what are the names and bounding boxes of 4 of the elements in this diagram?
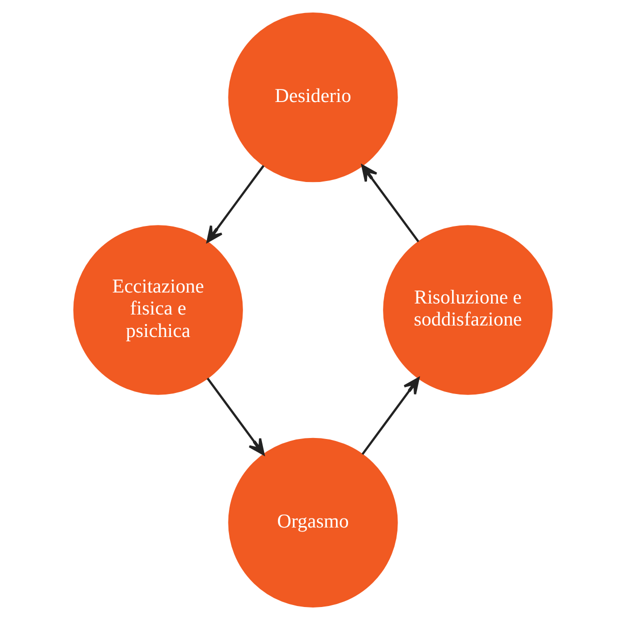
arrow — [206, 378, 265, 456]
arrow — [362, 377, 420, 455]
arrow — [361, 164, 420, 242]
arrow — [206, 165, 264, 243]
